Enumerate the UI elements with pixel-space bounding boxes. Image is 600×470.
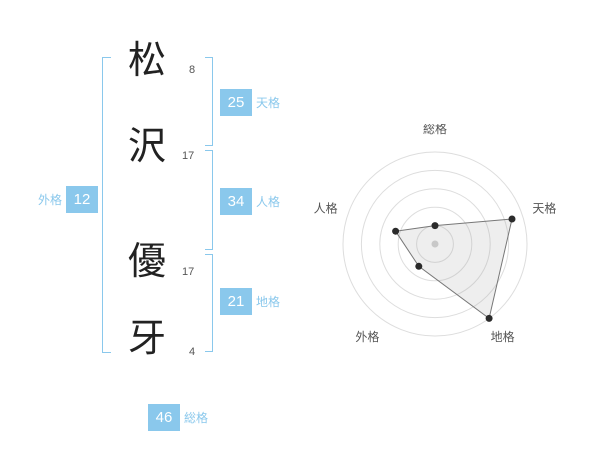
stroke-count-1: 8 bbox=[189, 64, 196, 76]
tenkaku-label: 天格 bbox=[256, 96, 281, 110]
tenkaku-value-badge: 25 bbox=[220, 89, 252, 116]
radar-axis-label: 総格 bbox=[423, 124, 447, 136]
chikaku-bracket bbox=[205, 254, 213, 352]
radar-axis-label: 外格 bbox=[355, 329, 379, 344]
jinkaku-bracket bbox=[205, 150, 213, 250]
radar-point bbox=[485, 314, 493, 322]
chikaku-value-badge: 21 bbox=[220, 288, 252, 315]
jinkaku-label: 人格 bbox=[256, 195, 281, 209]
radar-point bbox=[415, 262, 423, 270]
tenkaku-score: 25 天格 bbox=[220, 89, 280, 116]
gaikaku-bracket bbox=[102, 57, 111, 353]
radar-axis-label: 地格 bbox=[491, 329, 515, 344]
radar-point bbox=[431, 222, 439, 230]
radar-center-dot bbox=[431, 240, 439, 248]
stroke-count-3: 17 bbox=[182, 266, 195, 278]
gaikaku-label: 外格 bbox=[38, 193, 63, 207]
soukaku-value-badge: 46 bbox=[148, 404, 180, 431]
radar-axis-label: 人格 bbox=[314, 201, 338, 216]
jinkaku-value-badge: 34 bbox=[220, 188, 252, 215]
name-char-2: 沢 bbox=[128, 126, 167, 168]
stroke-count-2: 17 bbox=[182, 150, 195, 162]
gaikaku-score: 外格 12 bbox=[38, 186, 99, 213]
radar-ring bbox=[397, 206, 473, 282]
tenkaku-bracket bbox=[205, 57, 213, 146]
radar-polygon bbox=[394, 218, 513, 320]
radar-ring bbox=[360, 169, 510, 319]
jinkaku-score: 34 人格 bbox=[220, 188, 280, 215]
radar-ring bbox=[342, 151, 528, 337]
soukaku-score: 46 総格 bbox=[148, 404, 208, 431]
name-char-1: 松 bbox=[128, 40, 167, 82]
name-char-3: 優 bbox=[128, 241, 167, 283]
radar-point bbox=[508, 215, 516, 223]
gaikaku-value-badge: 12 bbox=[66, 186, 99, 213]
soukaku-label: 総格 bbox=[184, 411, 209, 425]
chikaku-label: 地格 bbox=[256, 295, 281, 309]
radar-point bbox=[392, 227, 400, 235]
name-char-4: 牙 bbox=[128, 318, 167, 360]
stroke-count-4: 4 bbox=[189, 346, 196, 358]
radar-axis-label: 天格 bbox=[532, 201, 556, 216]
radar-ring bbox=[379, 188, 491, 300]
chikaku-score: 21 地格 bbox=[220, 288, 280, 315]
